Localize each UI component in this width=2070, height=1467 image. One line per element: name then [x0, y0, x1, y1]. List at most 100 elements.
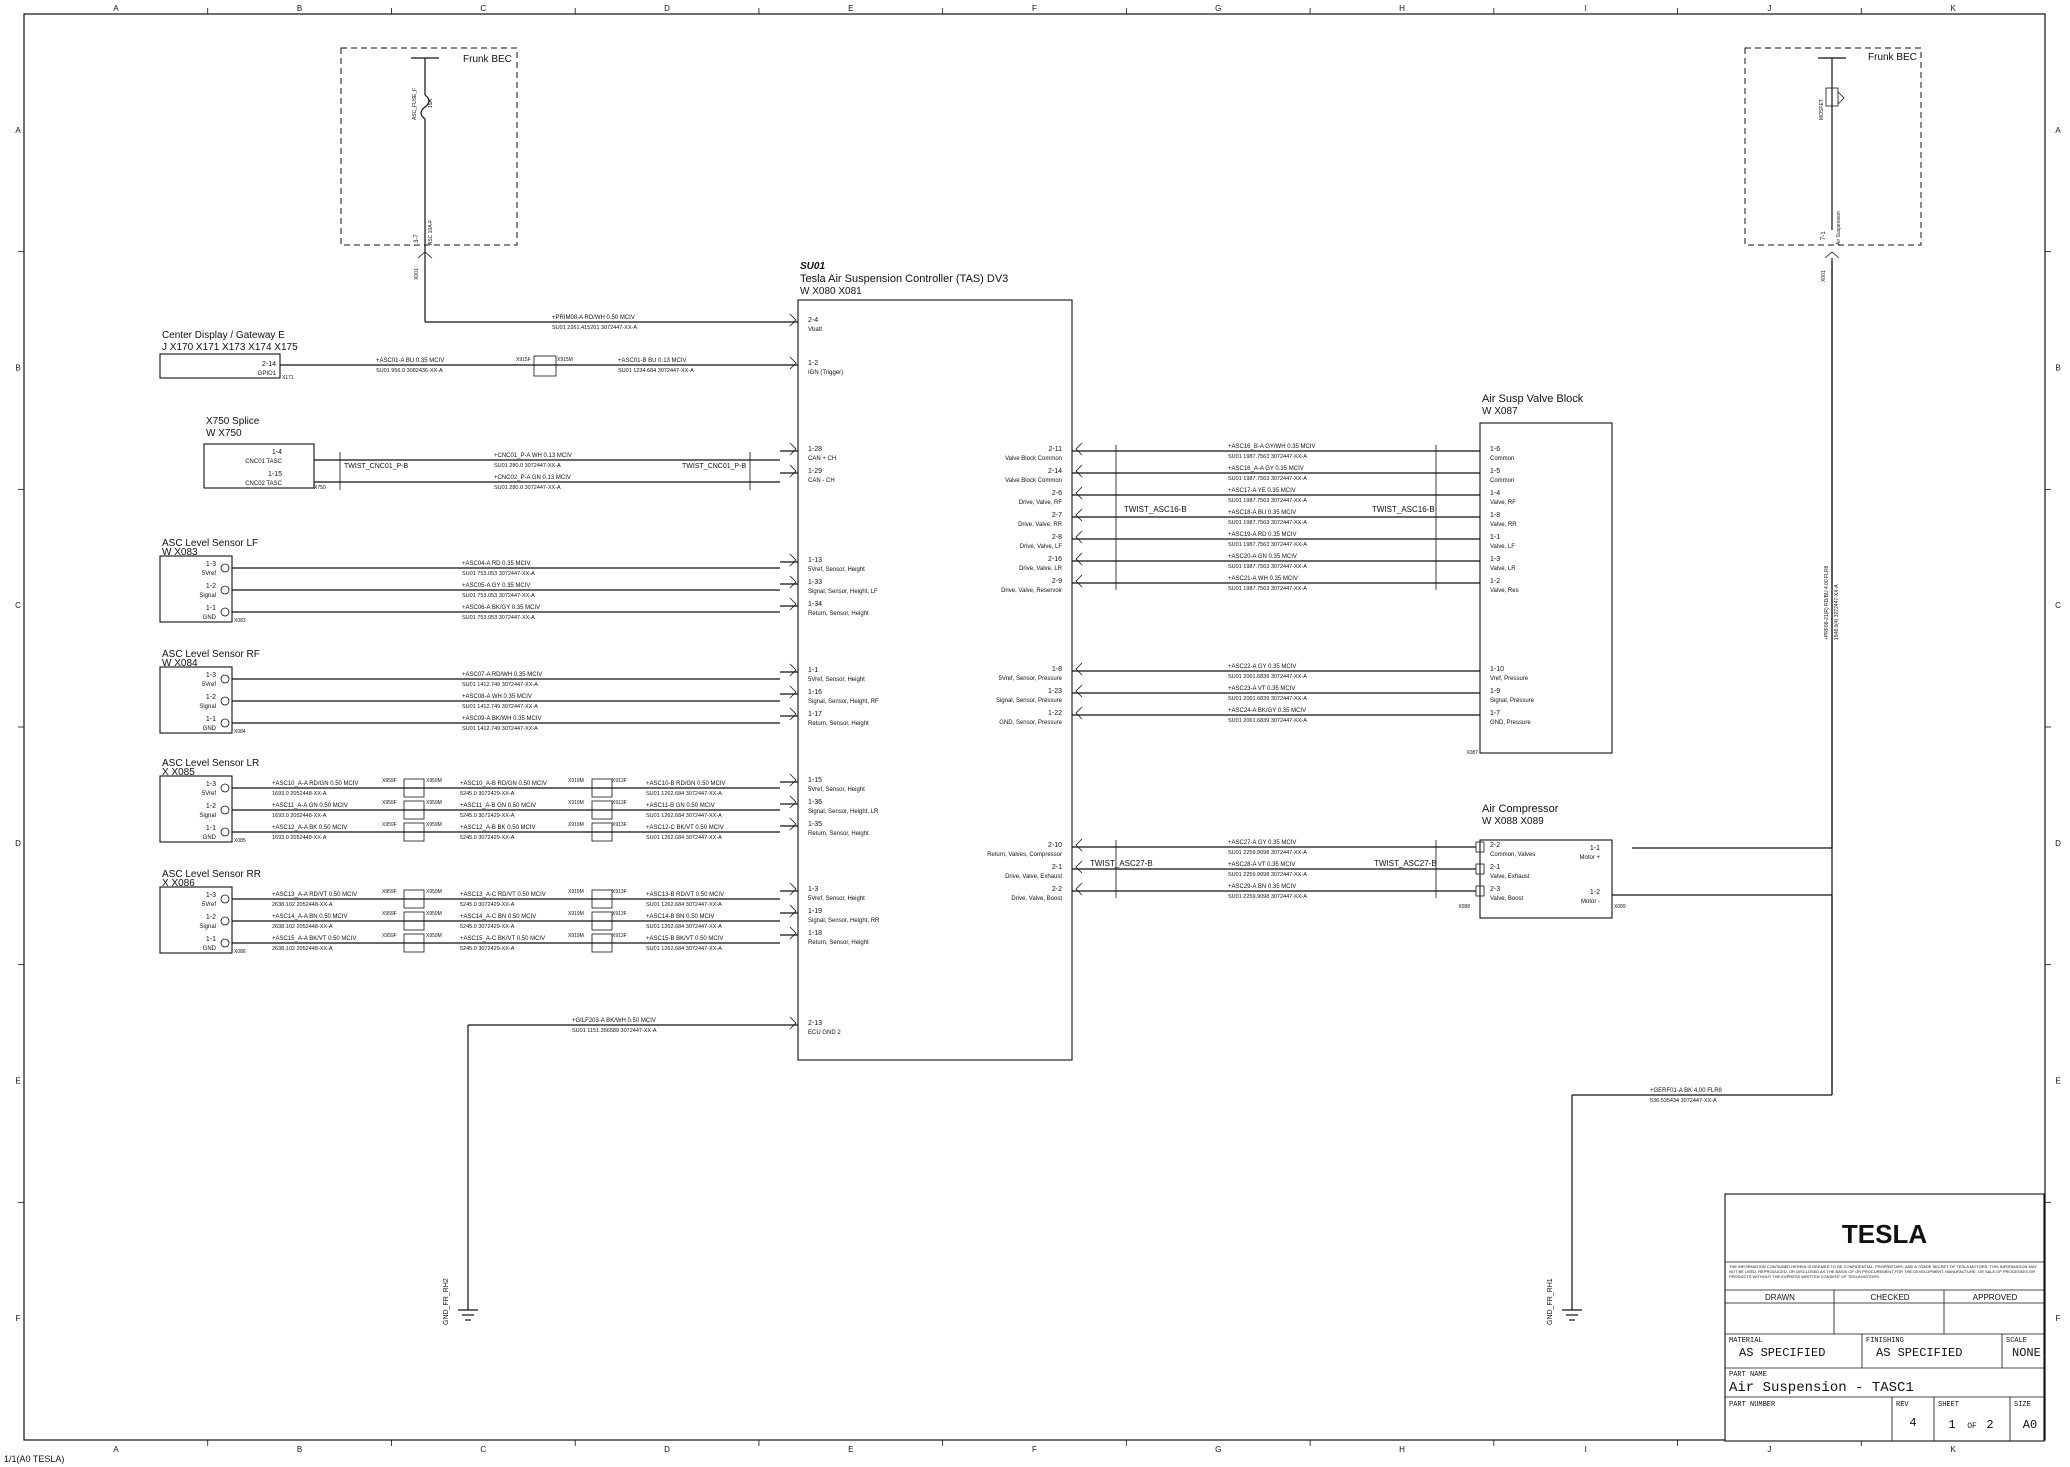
pin-desc: GND: [203, 726, 217, 732]
frunk-bec-right: [1744, 47, 1922, 246]
connector-label: X084: [234, 729, 246, 735]
pin-desc: Valve Block Common: [1005, 478, 1062, 484]
pin-desc: Valve, Res: [1490, 588, 1519, 594]
pin-desc: GPIO1: [258, 371, 277, 377]
inline-connector: [403, 911, 425, 931]
wire-label: +ASC13_A-A RD/VT 0.50 MCIV: [272, 892, 357, 898]
tb-size-label: SIZE: [2014, 1401, 2031, 1409]
wire-spec: SU01 1262.684 3072447-XX-A: [646, 902, 722, 908]
pin-number: 1-2: [1590, 889, 1600, 896]
pin-desc: Signal: [199, 704, 216, 710]
twist-label: TWIST_CNC01_P-B: [682, 463, 747, 470]
connector-label: X919M: [568, 911, 584, 917]
sensor-terminal: [220, 827, 230, 837]
wire-spec: SU01 1262.684 3072447-XX-A: [646, 835, 722, 841]
pin-desc: CNC01 TASC: [245, 459, 282, 465]
wire-label: +ASC29-A BN 0.35 MCIV: [1228, 884, 1296, 890]
grid-row-label: F: [16, 1314, 21, 1323]
pin-number: 1-6: [1490, 446, 1500, 453]
connector-label: X750: [314, 485, 326, 491]
frunk-bec-left: [340, 47, 518, 246]
pin-number: 1-1: [206, 936, 216, 943]
pin-number: 1-1: [206, 716, 216, 723]
connector-label: X959M: [426, 911, 442, 917]
connector-label: X087: [1466, 750, 1478, 756]
tb-material-label: MATERIAL: [1729, 1337, 1763, 1345]
wire-spec: SU01 1151.356589 3072447-XX-A: [572, 1028, 657, 1034]
connector-label: X001: [1821, 270, 1827, 282]
pin-desc: Return, Valves, Compressor: [987, 852, 1062, 858]
wire-spec: SU01 1987.7563 3072447-XX-A: [1228, 564, 1307, 570]
pin-desc: Valve, RR: [1490, 522, 1517, 528]
wire-label: +CNC02_P-A GN 0.13 MCIV: [494, 475, 571, 481]
pin-number: 2-9: [1052, 578, 1062, 585]
connector-icon: [789, 553, 797, 567]
pin-number: 1-2: [206, 803, 216, 810]
connector-label: X913F: [612, 822, 627, 828]
wire-label: +ASC09-A BK/WH 0.35 MCIV: [462, 716, 542, 722]
center-display-body: [159, 353, 281, 379]
pin-desc: 5Vref, Sensor, Height: [808, 787, 865, 793]
tb-part-name: Air Suspension - TASC1: [1729, 1380, 1914, 1396]
grid-row-label: C: [2055, 601, 2061, 610]
wire-spec: SU01 1262.684 3072447-XX-A: [646, 946, 722, 952]
pin-number: 1-1: [206, 825, 216, 832]
grid-col-label: D: [664, 1445, 670, 1454]
tb-material: AS SPECIFIED: [1739, 1346, 1825, 1360]
pin-desc: Drive, Valve, RF: [1019, 500, 1063, 506]
frunk-bec-title: Frunk BEC: [463, 54, 512, 65]
tb-rev: 4: [1909, 1416, 1916, 1430]
connector-label: X959M: [426, 778, 442, 784]
tb-checked: CHECKED: [1870, 1293, 1909, 1302]
wire-spec: 5245.0 3072429-XX-A: [460, 924, 515, 930]
pin-desc: Valve, RF: [1490, 500, 1516, 506]
connector-label: X915M: [557, 357, 573, 363]
mosfet-diode-icon: [1837, 91, 1845, 105]
pin-desc: Signal, Pressure: [1490, 698, 1535, 704]
pin-number: 1-8: [1052, 666, 1062, 673]
pin-desc: Common, Valves: [1490, 852, 1535, 858]
wire-spec: SU01 1262.684 3072447-XX-A: [646, 791, 722, 797]
wire-spec: SU01 2259.9098 3072447-XX-A: [1228, 894, 1307, 900]
connector-icon: [789, 882, 797, 896]
connector-label: X959F: [382, 933, 397, 939]
pin-desc: CAN - CH: [808, 478, 835, 484]
pin-number: 1-3: [206, 781, 216, 788]
twist-label: TWIST_ASC27-B: [1090, 859, 1153, 868]
grid-row-label: E: [2055, 1077, 2060, 1086]
connector-label: X959F: [382, 778, 397, 784]
wire-spec: SU01 1262.684 3072447-XX-A: [646, 924, 722, 930]
pin-number: 1-18: [808, 930, 822, 937]
sensor-terminal: [220, 563, 230, 573]
wire-label: +CNC01_P-A WH 0.13 MCIV: [494, 453, 572, 459]
inline-connector: [403, 822, 425, 842]
inline-connector: [403, 800, 425, 820]
pin-number: 1-1: [1590, 845, 1600, 852]
connector-label: X959F: [382, 822, 397, 828]
wire-spec: 2638.102 2052448-XX-A: [272, 902, 333, 908]
pin-number: 2-1: [1052, 864, 1062, 871]
controller-body: [797, 299, 1073, 1061]
inline-connector: [591, 822, 613, 842]
wire-label: +ASC14_A-C BN 0.50 MCIV: [460, 914, 536, 920]
wire-spec: SU01 2061.6839 3072447-XX-A: [1228, 718, 1307, 724]
connector-icon: [789, 663, 797, 677]
connector-label: X913F: [612, 778, 627, 784]
connector-label: X959F: [382, 911, 397, 917]
sensor-title: ASC Level Sensor RR: [162, 869, 261, 880]
connector-label: X088: [1458, 904, 1470, 910]
pin-desc: 5Vref, Sensor, Height: [808, 677, 865, 683]
wire-label: +ASC11_A-B GN 0.50 MCIV: [460, 803, 536, 809]
pin-number: 2-6: [1052, 490, 1062, 497]
connector-label: X959M: [426, 933, 442, 939]
sensor-title: ASC Level Sensor LF: [162, 538, 258, 549]
grid-row-label: E: [15, 1077, 20, 1086]
grid-col-label: I: [1585, 1445, 1587, 1454]
wire-spec: SU01 1234.684 3072447-XX-A: [618, 368, 694, 374]
pin-number: 1-34: [808, 601, 822, 608]
wire-label: +ASC19-A RD 0.35 MCIV: [1228, 532, 1297, 538]
wire-label: +PRIM08-A RD/WH 0.50 MCIV: [552, 315, 635, 321]
pin-desc: 5Vref, Sensor, Pressure: [999, 676, 1063, 682]
pin-number: 1-15: [808, 777, 822, 784]
connector-icon: [789, 773, 797, 787]
